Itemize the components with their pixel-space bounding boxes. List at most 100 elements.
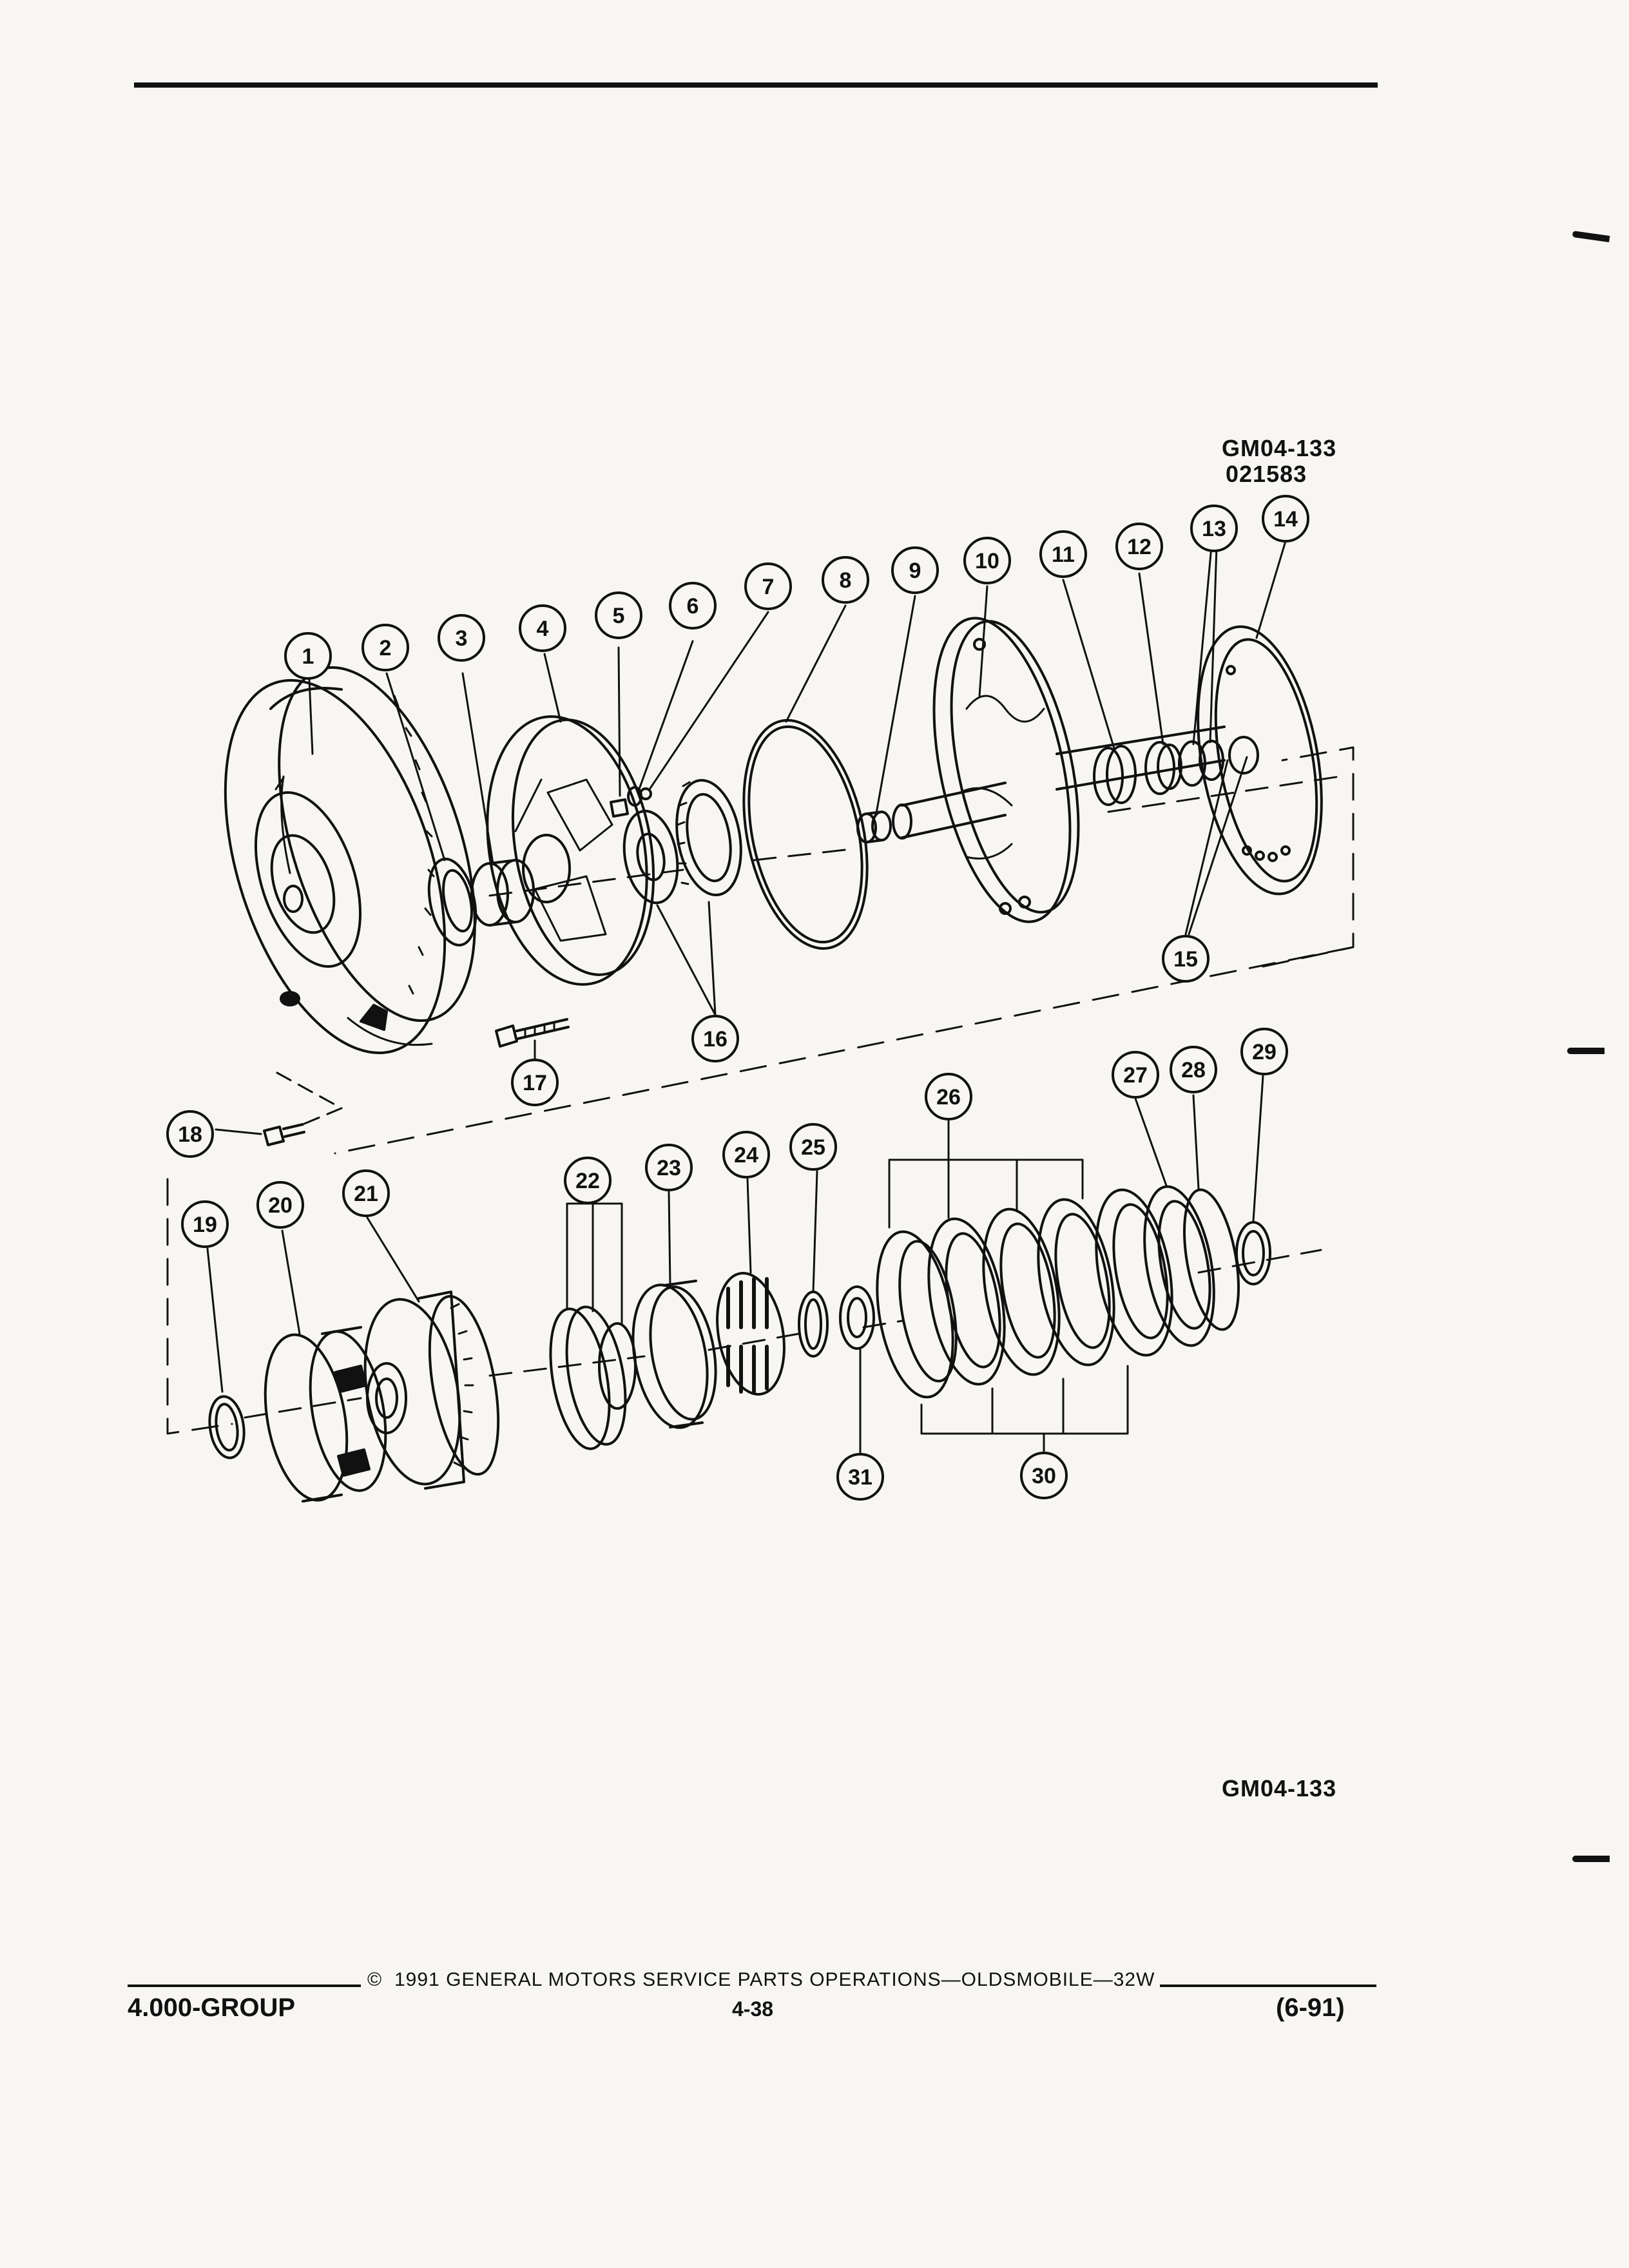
callout-16: 16 <box>703 1027 728 1052</box>
callout-circle-11 <box>1039 530 1087 578</box>
part-16-gears <box>622 778 742 905</box>
footer-group: 4.000-GROUP <box>128 1994 296 2022</box>
callout-31: 31 <box>848 1465 872 1490</box>
callout-circle-9 <box>891 546 939 594</box>
part-8-oring <box>742 718 869 950</box>
callout-7: 7 <box>762 575 775 599</box>
callout-26: 26 <box>936 1085 961 1110</box>
part-19-snap-ring <box>208 1395 246 1459</box>
callout-3: 3 <box>456 626 468 651</box>
callout-11: 11 <box>1052 543 1075 567</box>
part-12-ring <box>1144 741 1182 795</box>
callout-13: 13 <box>1202 517 1226 541</box>
callout-circles <box>166 495 1309 1501</box>
figure-id-top: GM04-133 <box>1222 435 1337 461</box>
callout-2: 2 <box>380 636 392 660</box>
callout-circle-1 <box>284 632 332 680</box>
callout-14: 14 <box>1273 507 1298 532</box>
part-7-ball <box>639 787 652 800</box>
callout-circle-28 <box>1170 1046 1217 1093</box>
callout-25: 25 <box>801 1135 825 1160</box>
leader-lines <box>206 540 1287 1454</box>
footer-rule-left <box>128 1984 361 1987</box>
callout-numbers: 1 2 3 4 5 6 7 8 9 10 11 12 13 14 15 16 1… <box>178 507 1298 1490</box>
callout-21: 21 <box>354 1182 378 1206</box>
footer-page-number: 4-38 <box>732 1997 774 2021</box>
callout-circle-24 <box>722 1131 770 1178</box>
callout-circle-23 <box>645 1144 693 1191</box>
part-2-seal <box>427 858 477 947</box>
part-9-bushing <box>856 811 892 843</box>
callout-22: 22 <box>575 1169 600 1193</box>
callout-17: 17 <box>523 1071 547 1095</box>
callout-1: 1 <box>302 644 314 669</box>
callout-15: 15 <box>1173 947 1198 972</box>
callout-circle-18 <box>166 1110 214 1158</box>
callout-circle-22 <box>564 1157 612 1204</box>
part-23-piston <box>631 1280 717 1429</box>
callout-circle-2 <box>361 624 409 671</box>
callout-circle-14 <box>1262 495 1309 543</box>
callout-circle-15 <box>1162 935 1210 983</box>
upper-centerline <box>488 775 1342 897</box>
part-21-drum <box>363 1291 500 1490</box>
callout-circle-20 <box>256 1181 304 1229</box>
callout-27: 27 <box>1123 1063 1148 1088</box>
part-18-bolt <box>263 1123 305 1146</box>
callout-28: 28 <box>1181 1058 1206 1082</box>
callout-circle-12 <box>1115 523 1163 570</box>
callout-circle-7 <box>744 562 792 610</box>
part-25-snap-ring <box>798 1291 829 1358</box>
callout-circle-13 <box>1190 505 1238 552</box>
part-10-pump-cover <box>892 617 1226 923</box>
footer-copyright-symbol: © <box>367 1969 383 1990</box>
callout-circle-5 <box>595 591 642 639</box>
callout-circle-31 <box>836 1453 884 1501</box>
callout-29: 29 <box>1252 1040 1277 1064</box>
callout-circle-29 <box>1240 1028 1288 1075</box>
figure-code-top: 021583 <box>1226 461 1307 487</box>
callout-circle-8 <box>822 556 869 604</box>
callout-9: 9 <box>909 559 921 583</box>
callout-12: 12 <box>1127 535 1152 559</box>
edge-mark-2 <box>1567 1048 1605 1054</box>
callout-circle-17 <box>511 1059 559 1106</box>
clutch-pack <box>876 1188 1173 1399</box>
part-5-plug <box>610 798 629 818</box>
converter-bolt-leader <box>276 1072 343 1126</box>
callout-circle-21 <box>342 1169 390 1217</box>
part-29-washer <box>1235 1221 1271 1285</box>
torque-converter <box>224 666 476 1055</box>
edge-mark-3 <box>1572 1856 1610 1862</box>
callout-24: 24 <box>734 1143 758 1168</box>
callout-circle-10 <box>963 537 1011 584</box>
callout-circle-16 <box>691 1015 739 1062</box>
callout-6: 6 <box>687 594 699 619</box>
callout-circle-19 <box>181 1200 229 1248</box>
part-22-seals <box>549 1305 637 1450</box>
part-17-bolt <box>495 1018 570 1048</box>
callout-23: 23 <box>657 1156 681 1180</box>
part-27-backing-plate <box>1143 1185 1215 1347</box>
callout-circle-25 <box>789 1123 837 1171</box>
callout-5: 5 <box>613 604 625 628</box>
part-14-gasket <box>1197 625 1323 896</box>
callout-circle-3 <box>438 614 485 662</box>
part-20-band <box>264 1326 387 1503</box>
callout-10: 10 <box>975 549 999 573</box>
footer-copyright: 1991 GENERAL MOTORS SERVICE PARTS OPERAT… <box>394 1969 1155 1990</box>
callout-4: 4 <box>537 617 549 641</box>
part-4-pump-body <box>486 715 655 986</box>
top-rule <box>134 82 1378 88</box>
callout-8: 8 <box>840 568 852 593</box>
callout-19: 19 <box>193 1213 217 1237</box>
callout-circle-6 <box>669 582 717 629</box>
callout-30: 30 <box>1032 1464 1056 1488</box>
part-24-spring-assembly <box>716 1272 786 1396</box>
footer-rule-right <box>1160 1984 1376 1987</box>
callout-circle-30 <box>1020 1452 1068 1499</box>
figure-id-bottom: GM04-133 <box>1222 1775 1337 1802</box>
callout-20: 20 <box>268 1193 293 1218</box>
